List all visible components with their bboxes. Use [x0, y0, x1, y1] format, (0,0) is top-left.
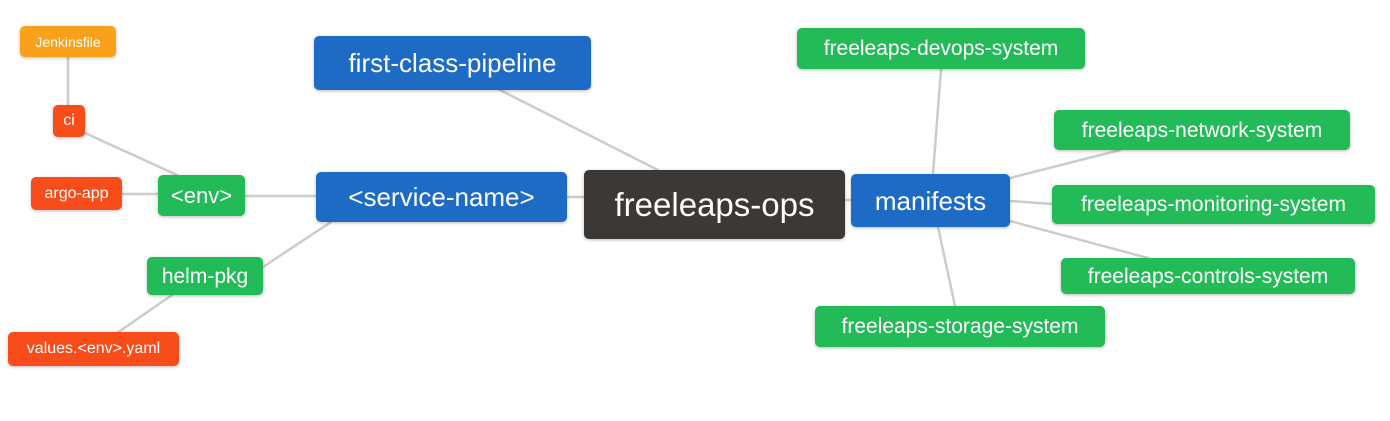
- node-freeleaps-devops-system[interactable]: freeleaps-devops-system: [797, 28, 1085, 69]
- edge-manifests-to-freeleaps-devops-system: [931, 67, 943, 176]
- node-values-env-yaml[interactable]: values.<env>.yaml: [8, 332, 179, 366]
- node-manifests[interactable]: manifests: [851, 174, 1010, 227]
- edge-first-class-pipeline-to-freeleaps-ops: [498, 88, 660, 172]
- edge-values-env-yaml-to-helm-pkg: [115, 293, 174, 335]
- node-freeleaps-ops[interactable]: freeleaps-ops: [584, 170, 845, 239]
- node-helm-pkg[interactable]: helm-pkg: [147, 257, 263, 295]
- node-first-class-pipeline[interactable]: first-class-pipeline: [314, 36, 591, 90]
- edge-helm-pkg-to-service-name: [261, 220, 333, 269]
- node-freeleaps-monitoring-system[interactable]: freeleaps-monitoring-system: [1052, 185, 1375, 224]
- edge-manifests-to-freeleaps-storage-system: [936, 225, 957, 308]
- node-argo-app[interactable]: argo-app: [31, 177, 122, 210]
- node-freeleaps-controls-system[interactable]: freeleaps-controls-system: [1061, 258, 1355, 294]
- node-freeleaps-storage-system[interactable]: freeleaps-storage-system: [815, 306, 1105, 347]
- edge-manifests-to-freeleaps-network-system: [1008, 148, 1122, 180]
- node-freeleaps-network-system[interactable]: freeleaps-network-system: [1054, 110, 1350, 150]
- edge-manifests-to-freeleaps-monitoring-system: [1008, 199, 1054, 206]
- node-ci[interactable]: ci: [53, 105, 85, 137]
- edge-ci-to-env: [83, 131, 179, 177]
- node-service-name[interactable]: <service-name>: [316, 172, 567, 222]
- node-jenkinsfile[interactable]: Jenkinsfile: [20, 26, 116, 57]
- edge-manifests-to-freeleaps-controls-system: [1008, 219, 1150, 260]
- node-env[interactable]: <env>: [158, 175, 245, 216]
